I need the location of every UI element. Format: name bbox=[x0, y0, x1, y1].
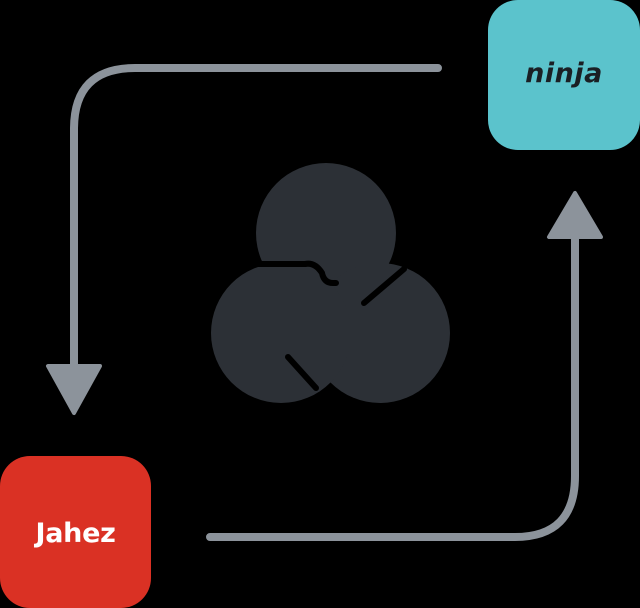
arrow-ninja-to-jahez bbox=[70, 64, 442, 370]
trefoil-logo-icon bbox=[211, 163, 450, 403]
arrowhead-down-icon bbox=[46, 364, 102, 415]
jahez-app-tile: Jahez bbox=[0, 456, 151, 608]
jahez-logo-text: Jahez bbox=[35, 517, 116, 549]
ninja-logo-text: ninja bbox=[525, 57, 603, 89]
ninja-app-tile: ninja bbox=[488, 0, 640, 150]
arrowhead-up-icon bbox=[547, 191, 603, 239]
arrow-jahez-to-ninja bbox=[206, 233, 579, 541]
